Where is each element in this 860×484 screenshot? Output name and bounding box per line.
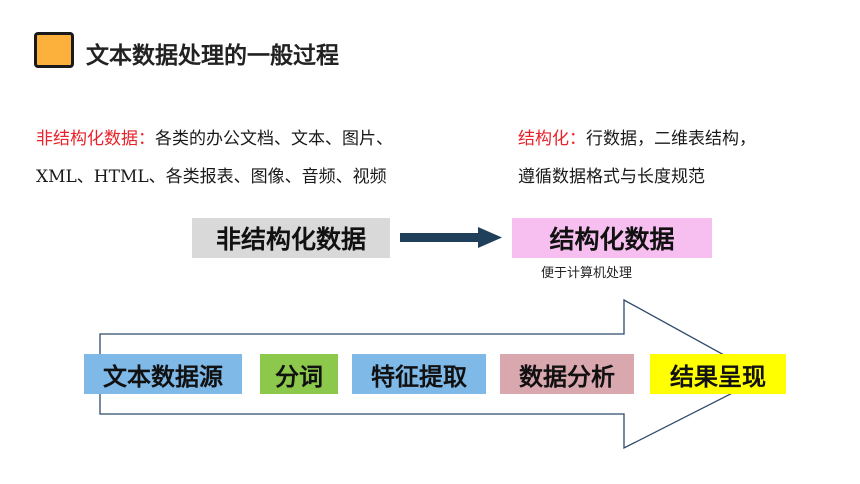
unstructured-highlight: 非结构化数据： (36, 129, 155, 149)
unstructured-data-box: 非结构化数据 (192, 218, 390, 258)
structured-data-box: 结构化数据 (512, 218, 712, 258)
unstructured-description: 非结构化数据：各类的办公文档、文本、图片、 XML、HTML、各类报表、图像、音… (36, 120, 506, 196)
structured-description: 结构化：行数据，二维表结构， 遵循数据格式与长度规范 (518, 120, 838, 196)
structured-highlight: 结构化： (518, 129, 586, 149)
step-tokenize: 分词 (260, 354, 338, 394)
title-square-icon (34, 32, 74, 68)
right-arrow-icon (400, 227, 502, 248)
unstructured-line1: 各类的办公文档、文本、图片、 (155, 129, 393, 149)
page-title: 文本数据处理的一般过程 (86, 43, 339, 69)
structured-line2: 遵循数据格式与长度规范 (518, 167, 705, 187)
unstructured-line2: XML、HTML、各类报表、图像、音频、视频 (36, 167, 387, 187)
step-feature-extraction: 特征提取 (352, 354, 486, 394)
step-result-presentation: 结果呈现 (650, 354, 786, 394)
step-text-source: 文本数据源 (84, 354, 242, 394)
structured-line1: 行数据，二维表结构， (586, 129, 756, 149)
structured-note: 便于计算机处理 (541, 266, 633, 281)
step-data-analysis: 数据分析 (500, 354, 634, 394)
